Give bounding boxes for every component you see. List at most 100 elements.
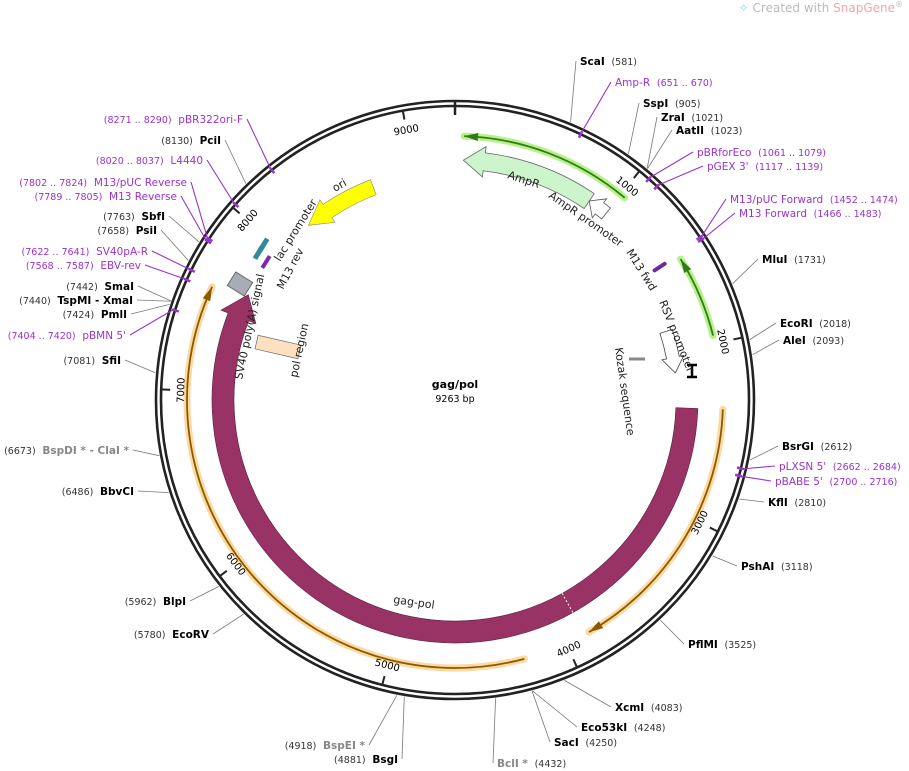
enzyme-site-label[interactable]: AatII (1023)	[676, 125, 742, 137]
label-position: (1023)	[711, 126, 743, 137]
label-position: (7622 .. 7641)	[22, 247, 90, 258]
rsv-highlight-arrowhead-icon	[680, 259, 692, 273]
enzyme-site-label[interactable]: (6673) BspDI * - ClaI *	[4, 445, 129, 457]
primer-binding-mark	[183, 277, 191, 283]
enzyme-site-label[interactable]: (7658) PsiI	[97, 225, 157, 237]
enzyme-name: AatII	[676, 125, 704, 137]
features	[211, 145, 699, 644]
label-position: (8271 .. 8290)	[104, 115, 172, 126]
tick-mark	[402, 111, 406, 120]
feature-lac-operator-box	[252, 245, 265, 260]
primer-label[interactable]: (7404 .. 7420) pBMN 5'	[8, 330, 126, 342]
enzyme-site-label[interactable]: (6486) BbvCI	[62, 486, 134, 498]
tick-label: 2000	[714, 328, 730, 355]
feature-m13-rev-mark	[260, 255, 272, 269]
tick-mark	[381, 675, 386, 685]
primer-label[interactable]: Amp-R (651 .. 670)	[615, 77, 713, 89]
label-position: (3118)	[781, 562, 813, 573]
enzyme-site-label[interactable]: (7763) SbfI	[103, 211, 165, 223]
feature-ori-arrow	[307, 179, 377, 226]
enzyme-site-label[interactable]: (4881) BsgI	[334, 754, 398, 766]
enzyme-site-label[interactable]: PshAI (3118)	[741, 561, 813, 573]
enzyme-site-label[interactable]: EcoRI (2018)	[780, 318, 851, 330]
primer-label[interactable]: pLXSN 5' (2662 .. 2684)	[779, 461, 901, 473]
primer-binding-mark	[577, 130, 584, 139]
primer-label[interactable]: (7802 .. 7824) M13/pUC Reverse	[19, 177, 187, 189]
label-leader-line	[564, 680, 612, 708]
primer-binding-mark	[268, 166, 276, 174]
primer-name: pBRforEco	[697, 147, 751, 159]
label-position: (5962)	[125, 597, 157, 608]
label-leader-line	[570, 60, 577, 123]
label-leader-line	[646, 116, 658, 169]
enzyme-site-label[interactable]: Eco53kI (4248)	[581, 722, 665, 734]
enzyme-name: PciI	[200, 135, 221, 147]
enzyme-site-label[interactable]: (5962) BlpI	[125, 596, 186, 608]
enzyme-site-label[interactable]: BclI * (4432)	[497, 758, 566, 770]
label-leader-line	[701, 198, 727, 237]
primer-label[interactable]: pGEX 3' (1117 .. 1139)	[707, 161, 823, 173]
enzyme-site-label[interactable]: ScaI (581)	[580, 56, 637, 68]
enzyme-site-label[interactable]: SspI (905)	[643, 98, 700, 110]
primer-binding-mark	[171, 308, 180, 313]
primer-label[interactable]: pBABE 5' (2700 .. 2716)	[775, 476, 897, 488]
feature-label-gag-pol[interactable]: gag-pol	[393, 593, 436, 612]
enzyme-site-label[interactable]: (8130) PciI	[161, 135, 221, 147]
enzyme-site-label[interactable]: BsrGI (2612)	[782, 441, 852, 453]
enzyme-site-label[interactable]: ZraI (1021)	[661, 112, 723, 124]
primer-binding-mark	[695, 234, 704, 241]
enzyme-name: XcmI	[615, 702, 644, 714]
enzyme-site-label[interactable]: KflI (2810)	[768, 497, 826, 509]
primer-name: Amp-R	[615, 77, 650, 89]
enzyme-site-label[interactable]: (7442) SmaI	[66, 281, 134, 293]
primer-name: pBR322ori-F	[178, 114, 243, 126]
enzyme-site-label[interactable]: (4918) BspEI *	[285, 740, 366, 752]
tick-label: 8000	[236, 208, 261, 234]
label-position: (8130)	[161, 136, 193, 147]
primer-label[interactable]: (8271 .. 8290) pBR322ori-F	[104, 114, 243, 126]
primer-binding-mark	[204, 238, 212, 245]
plasmid-length: 9263 bp	[435, 394, 474, 405]
label-position: (3525)	[725, 640, 757, 651]
enzyme-site-label[interactable]: (7440) TspMI - XmaI	[19, 295, 133, 307]
primer-label[interactable]: (8020 .. 8037) L4440	[96, 155, 203, 167]
gag-highlight-left-arrowhead-icon	[202, 286, 213, 302]
label-position: (1117 .. 1139)	[755, 162, 823, 173]
primer-binding-mark	[205, 236, 214, 243]
primer-label[interactable]: pBRforEco (1061 .. 1079)	[697, 147, 826, 159]
label-position: (6486)	[62, 487, 94, 498]
label-leader-line	[190, 181, 208, 238]
enzyme-site-label[interactable]: PflMI (3525)	[688, 639, 756, 651]
label-leader-line	[137, 285, 171, 302]
enzyme-site-label[interactable]: SacI (4250)	[554, 737, 617, 749]
enzyme-site-label[interactable]: (7081) SfiI	[63, 355, 121, 367]
primer-binding-mark	[736, 466, 745, 471]
enzyme-site-label[interactable]: (7424) PmlI	[63, 309, 127, 321]
label-leader-line	[206, 159, 235, 204]
enzyme-site-label[interactable]: (5780) EcoRV	[134, 629, 210, 641]
label-leader-line	[649, 151, 694, 178]
label-position: (1061 .. 1079)	[758, 148, 826, 159]
feature-label-ori[interactable]: ori	[330, 176, 349, 194]
primer-label[interactable]: M13 Forward (1466 .. 1483)	[739, 208, 882, 220]
enzyme-site-label[interactable]: XcmI (4083)	[615, 702, 682, 714]
label-position: (7404 .. 7420)	[8, 331, 76, 342]
primer-label[interactable]: (7568 .. 7587) EBV-rev	[26, 260, 141, 272]
label-position: (4918)	[285, 741, 317, 752]
primer-name: M13 Reverse	[109, 191, 177, 203]
enzyme-name: BclI *	[497, 758, 528, 770]
label-position: (1466 .. 1483)	[814, 209, 882, 220]
label-position: (4250)	[585, 738, 617, 749]
primer-label[interactable]: (7622 .. 7641) SV40pA-R	[22, 246, 148, 258]
primer-name: pGEX 3'	[707, 161, 749, 173]
primer-binding-mark	[232, 201, 240, 209]
enzyme-site-label[interactable]: AleI (2093)	[783, 335, 844, 347]
enzyme-site-label[interactable]: MluI (1731)	[762, 254, 826, 266]
primer-label[interactable]: M13/pUC Forward (1452 .. 1474)	[730, 194, 898, 206]
feature-kozak-mark	[687, 363, 697, 379]
label-leader-line	[660, 619, 685, 645]
primer-label[interactable]: (7789 .. 7805) M13 Reverse	[34, 191, 177, 203]
tick-label: 4000	[555, 639, 583, 660]
label-leader-line	[742, 465, 776, 470]
